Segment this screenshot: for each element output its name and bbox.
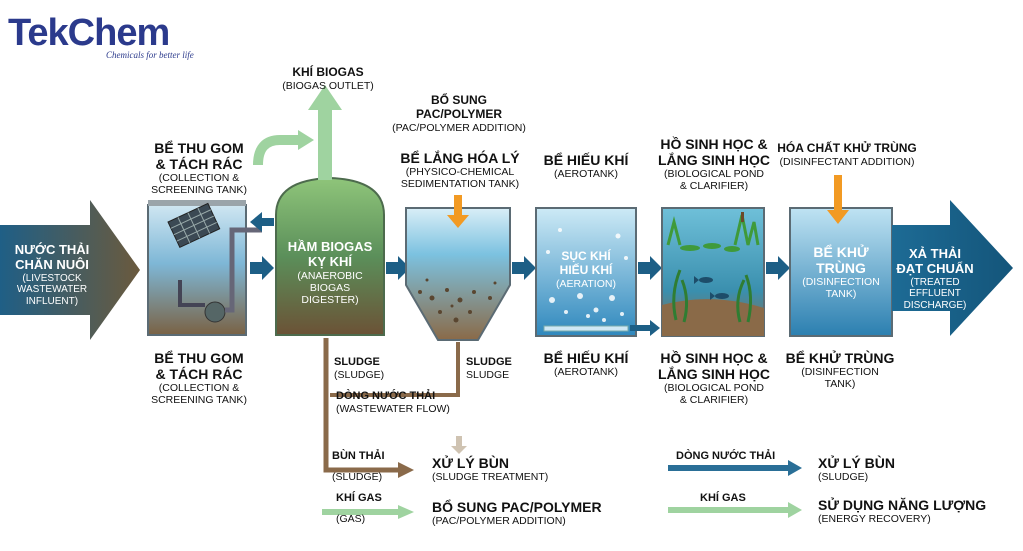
influent-label: NƯỚC THẢI CHĂN NUÔI (LIVESTOCK WASTEWATE… (14, 242, 90, 307)
flow-arrow (250, 256, 274, 280)
legend-water-flow: DÒNG NƯỚC THẢI (676, 450, 776, 462)
discharge-arrow (892, 200, 1013, 336)
bio-pond-top-label: HỒ SINH HỌC & LẮNG SINH HỌC (BIOLOGICAL … (658, 136, 770, 193)
wastewater-flow-label: DÒNG NƯỚC THẢI (WASTEWATER FLOW) (336, 390, 450, 415)
discharge-label: XẢ THẢI ĐẠT CHUẨN (TREATED EFFLUENT DISC… (896, 246, 974, 311)
pac-arrow (447, 195, 469, 228)
sedimentation-tank (405, 207, 511, 341)
legend-gas2: KHÍ GAS (700, 492, 746, 504)
faded-arrow (451, 436, 467, 454)
bio-pond-bottom-label: HỒ SINH HỌC & LẮNG SINH HỌC (BIOLOGICAL … (658, 350, 770, 407)
brand-name: TekChem (8, 12, 170, 54)
sludge-line (323, 338, 400, 473)
legend-pac-polymer: BỔ SUNG PAC/POLYMER (PAC/POLYMER ADDITIO… (432, 499, 602, 528)
legend-sludge-out: XỬ LÝ BÙN (SLUDGE) (818, 455, 895, 484)
flow-arrow (386, 256, 410, 280)
pump-icon (204, 301, 226, 323)
collection-tank (147, 200, 262, 336)
fish-icon (694, 276, 729, 300)
collection-bottom-label: BỂ THU GOM & TÁCH RÁC (COLLECTION & SCRE… (151, 350, 247, 407)
disinfection-bottom-label: BỂ KHỬ TRÙNG (DISINFECTION TANK) (785, 350, 895, 391)
legend-sludge-waste: BÙN THẢI (SLUDGE) (332, 450, 385, 483)
disinfectant-label: HÓA CHẤT KHỬ TRÙNG (DISINFECTANT ADDITIO… (777, 141, 917, 168)
aerotank (535, 207, 637, 337)
disinfection-in-label: BỂ KHỬ TRÙNG (DISINFECTION TANK) (802, 244, 880, 301)
brand-logo: TekChem Chemicals for better life (8, 14, 194, 60)
biogas-up-arrow (308, 85, 342, 180)
digester-label: HẦM BIOGAS KỴ KHÍ (ANAEROBIC BIOGAS DIGE… (287, 239, 373, 306)
collection-top-label: BỂ THU GOM & TÁCH RÁC (COLLECTION & SCRE… (151, 140, 247, 197)
aerotank-bottom-label: BỂ HIẾU KHÍ (AEROTANK) (543, 350, 629, 379)
gas-side-arrow (253, 135, 300, 166)
legend-sludge-treatment: XỬ LÝ BÙN (SLUDGE TREATMENT) (432, 455, 549, 484)
air-arrow (630, 320, 660, 336)
digester-sludge-label: SLUDGE (SLUDGE) (334, 356, 385, 381)
return-arrow (250, 212, 274, 232)
disinfectant-arrow (827, 175, 849, 224)
sludge-line (330, 342, 460, 397)
influent-arrow (0, 200, 140, 340)
biogas-outlet-label: KHÍ BIOGAS (BIOGAS OUTLET) (282, 65, 374, 92)
sed-sludge-label: SLUDGE SLUDGE (466, 356, 512, 381)
aeration-label: SỤC KHÍ HIẾU KHÍ (AERATION) (556, 249, 616, 290)
sedimentation-top-label: BỂ LẮNG HÓA LÝ (PHYSICO-CHEMICAL SEDIMEN… (400, 150, 520, 191)
biological-pond (661, 207, 765, 337)
flow-arrow (512, 256, 536, 280)
aerotank-top-label: BỂ HIẾU KHÍ (AEROTANK) (543, 152, 629, 181)
flow-arrow (638, 256, 662, 280)
brand-tagline: Chemicals for better life (106, 50, 194, 60)
legend-energy: SỬ DỤNG NĂNG LƯỢNG (ENERGY RECOVERY) (818, 497, 987, 526)
disinfection-tank (789, 207, 893, 337)
flow-arrow (766, 256, 790, 280)
legend-gas: KHÍ GAS (GAS) (336, 492, 382, 525)
screen-icon (167, 202, 221, 249)
pac-addition-label: BỔ SUNG PAC/POLYMER (PAC/POLYMER ADDITIO… (392, 93, 526, 134)
